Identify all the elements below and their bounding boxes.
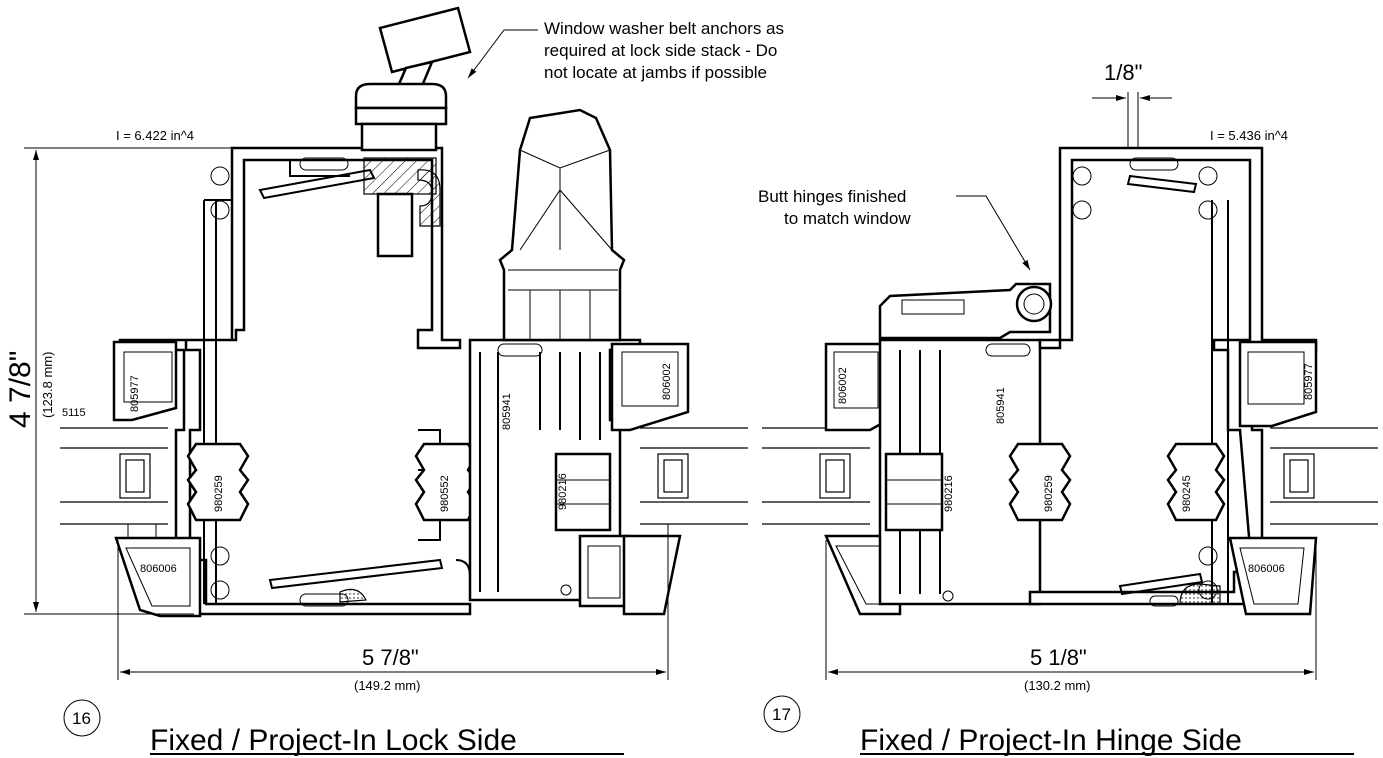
detail-title: Fixed / Project-In Lock Side — [150, 724, 517, 757]
left-glass-unit — [60, 427, 168, 525]
left-mullion — [186, 442, 478, 522]
gap-dimension: 1/8" — [1104, 60, 1142, 85]
detail-17-hinge-side: 806002 980216 805941 980259 980245 80597… — [758, 60, 1378, 757]
left-glass-unit-2 — [762, 427, 870, 525]
width-dimension-2: 5 1/8" — [1030, 645, 1087, 670]
right-part-labels: 806002 980216 805941 980259 980245 80597… — [837, 363, 1315, 575]
washer-belt-anchor — [354, 6, 472, 258]
width-dimension-mm: (149.2 mm) — [354, 678, 420, 693]
note-leader — [467, 29, 538, 79]
anchor-note-line-1: Window washer belt anchors as — [544, 19, 784, 38]
left-outer-bead — [610, 342, 690, 616]
part-label: 980216 — [943, 475, 955, 512]
right-dimensions — [825, 92, 1317, 680]
hinge-note-line-2: to match window — [784, 209, 911, 228]
left-glazing-bead — [112, 340, 202, 618]
hinge-note-leader — [956, 195, 1031, 271]
part-label: 980552 — [439, 475, 451, 512]
part-label: 806002 — [661, 363, 673, 400]
detail-number: 16 — [72, 709, 91, 728]
part-label: 980259 — [1043, 475, 1055, 512]
part-label: 980216 — [557, 473, 569, 510]
vent-profile-2 — [824, 338, 1042, 616]
part-label: 805941 — [501, 393, 513, 430]
left-part-labels: 805977 5115 980259 806006 980552 805941 … — [62, 363, 673, 575]
part-label: 805977 — [1303, 363, 1315, 400]
anchor-note-line-2: required at lock side stack - Do — [544, 41, 777, 60]
detail-title-2: Fixed / Project-In Hinge Side — [860, 724, 1242, 757]
part-label: 980245 — [1181, 475, 1193, 512]
part-label: 806006 — [140, 563, 177, 575]
vent-sash-profile — [468, 338, 642, 608]
height-dimension: 4 7/8" — [4, 351, 37, 428]
lock-handle — [498, 108, 626, 342]
right-glass-unit-2 — [1270, 427, 1378, 525]
width-dimension-mm-2: (130.2 mm) — [1024, 678, 1090, 693]
fixed-frame-profile-2 — [1008, 146, 1318, 616]
width-dimension: 5 7/8" — [362, 645, 419, 670]
right-glass-unit — [640, 427, 748, 525]
part-label: 5115 — [62, 407, 86, 419]
part-label: 805941 — [995, 387, 1007, 424]
detail-number-circle — [63, 699, 101, 737]
part-label: 805977 — [129, 375, 141, 412]
anchor-note-line-3: not locate at jambs if possible — [544, 63, 767, 82]
butt-hinge — [878, 282, 1053, 340]
hinge-note-line-1: Butt hinges finished — [758, 187, 906, 206]
moment-of-inertia: I = 6.422 in^4 — [116, 128, 194, 143]
left-dimensions — [24, 147, 669, 680]
detail-number-circle-2 — [763, 695, 801, 733]
part-label: 980259 — [213, 475, 225, 512]
part-label: 806002 — [837, 367, 849, 404]
part-label: 806006 — [1248, 563, 1285, 575]
moment-of-inertia-2: I = 5.436 in^4 — [1210, 128, 1288, 143]
height-dimension-mm: (123.8 mm) — [40, 352, 55, 418]
detail-16-lock-side: 805977 5115 980259 806006 980552 805941 … — [4, 6, 784, 757]
detail-number-2: 17 — [772, 705, 791, 724]
